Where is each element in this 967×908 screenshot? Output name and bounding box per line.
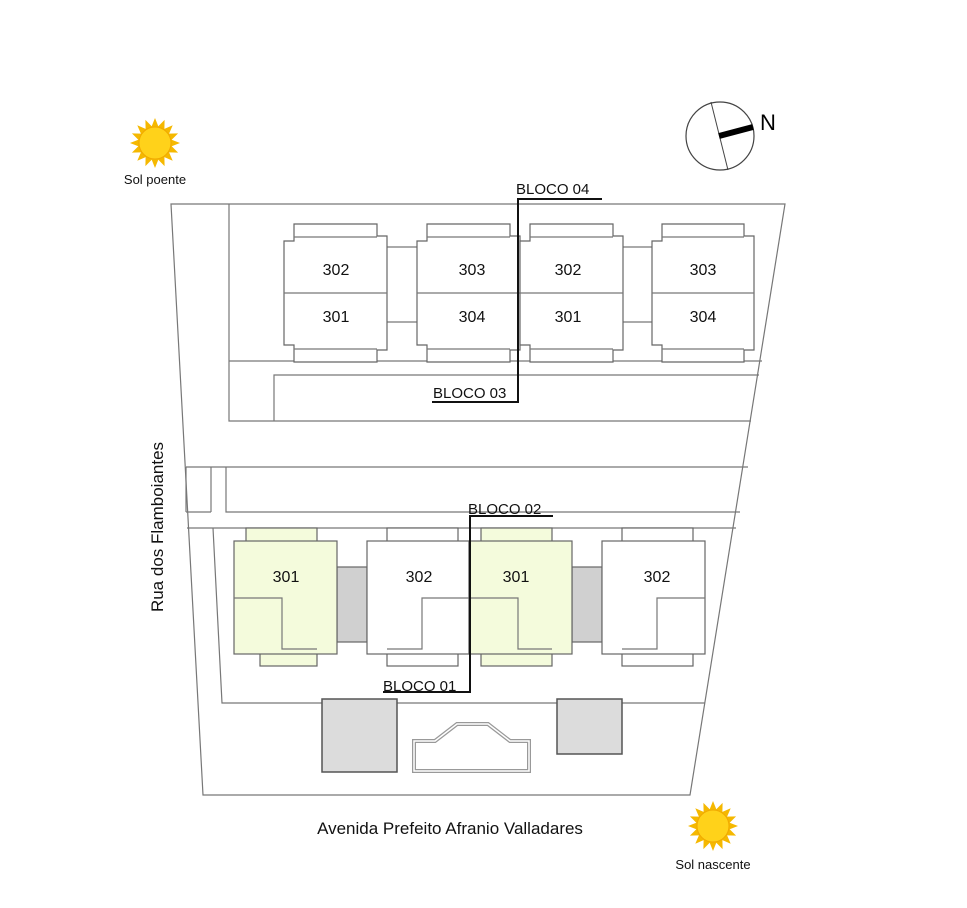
unit-label: 302 <box>644 569 671 586</box>
label-bloco-04: BLOCO 04 <box>516 181 589 198</box>
sun-east-label: Sol nascente <box>675 857 750 872</box>
bloco-01-02-buildings: 301 302 301 302 <box>233 527 706 667</box>
street-bottom: Avenida Prefeito Afranio Valladares <box>317 819 583 838</box>
building-301-a <box>233 527 338 667</box>
unit-label: 304 <box>459 309 486 326</box>
unit-label: 301 <box>323 309 350 326</box>
compass-icon <box>685 101 755 171</box>
label-bloco-01: BLOCO 01 <box>383 678 456 695</box>
pool <box>412 722 531 773</box>
north-label: N <box>760 110 776 135</box>
connector <box>571 566 603 643</box>
sun-disc <box>138 126 172 160</box>
label-bloco-03: BLOCO 03 <box>433 385 506 402</box>
building-top-1 <box>283 223 388 363</box>
unit-label: 303 <box>459 262 486 279</box>
sun-disc <box>696 809 730 843</box>
street-left: Rua dos Flamboiantes <box>148 442 167 612</box>
building-302-d <box>601 527 706 667</box>
bloco-03-04-buildings: 302 301 303 304 302 301 303 304 <box>283 223 755 363</box>
building-top-4 <box>651 223 755 363</box>
building-top-3 <box>519 223 624 363</box>
unit-label: 304 <box>690 309 717 326</box>
building-302-b <box>366 527 470 667</box>
unit-label: 302 <box>555 262 582 279</box>
building-top-2 <box>416 223 521 363</box>
gray-structure-right <box>556 698 623 755</box>
building-301-c <box>468 527 573 667</box>
unit-label: 301 <box>503 569 530 586</box>
lot-boundary <box>170 203 786 796</box>
label-bloco-02: BLOCO 02 <box>468 501 541 518</box>
connector <box>336 566 368 643</box>
unit-label: 301 <box>273 569 300 586</box>
gray-structure-left <box>321 698 398 773</box>
sun-west-label: Sol poente <box>124 172 186 187</box>
unit-label: 303 <box>690 262 717 279</box>
sun-icon-east <box>688 801 738 851</box>
sun-icon-west <box>130 118 180 168</box>
block-leader-lines <box>383 198 602 693</box>
unit-label: 301 <box>555 309 582 326</box>
unit-label: 302 <box>323 262 350 279</box>
unit-label: 302 <box>406 569 433 586</box>
